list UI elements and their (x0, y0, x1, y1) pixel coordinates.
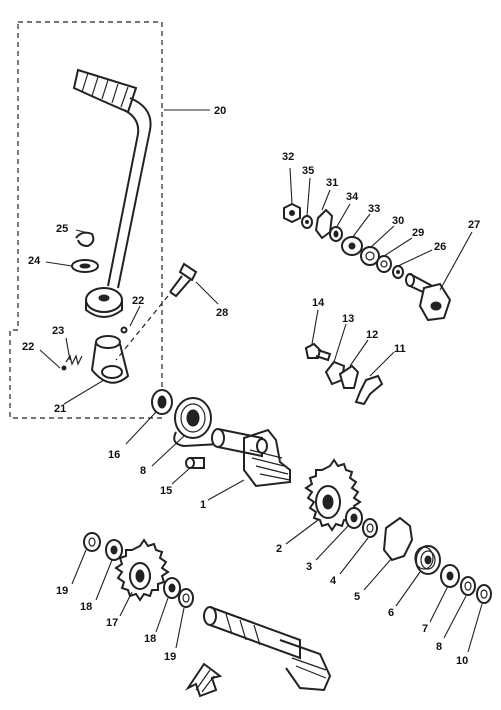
washer-part-7 (440, 564, 460, 588)
ball-part-22-left (61, 365, 67, 371)
label-part-28: 28 (216, 307, 228, 319)
label-part-7: 7 (422, 623, 428, 635)
label-part-6: 6 (388, 607, 394, 619)
kick-clip-part-5 (382, 516, 414, 562)
label-part-12: 12 (366, 329, 378, 341)
label-part-17: 17 (106, 617, 118, 629)
label-part-19-right: 19 (164, 651, 176, 663)
label-part-33: 33 (368, 203, 380, 215)
bolt-part-28 (115, 262, 198, 361)
plate-part-12 (338, 364, 360, 389)
circlip-part-19-left (83, 532, 101, 552)
kick-gear-part-2 (304, 458, 362, 532)
label-part-27: 27 (468, 219, 480, 231)
ball-part-22-right (120, 326, 128, 334)
washer-part-3 (345, 507, 363, 529)
label-part-18-right: 18 (144, 633, 156, 645)
nut-part-32 (283, 202, 301, 224)
label-part-4: 4 (330, 575, 337, 587)
circlip-part-19-right (178, 588, 194, 608)
washer-part-18-right (163, 577, 181, 599)
washer-part-24 (71, 259, 99, 273)
stopper-part-11 (354, 374, 384, 406)
kick-crank (72, 68, 152, 318)
label-part-29: 29 (412, 227, 424, 239)
transmission-shaft (203, 606, 332, 692)
clip-part-25 (75, 231, 95, 248)
circlip-part-4 (362, 518, 378, 538)
label-part-3: 3 (306, 561, 312, 573)
label-part-14: 14 (312, 297, 325, 309)
bearing-part-30 (360, 246, 380, 266)
label-part-20: 20 (214, 105, 226, 117)
label-part-16: 16 (108, 449, 120, 461)
label-part-15: 15 (160, 485, 172, 497)
kick-boss-part-21 (90, 335, 130, 384)
label-part-34: 34 (346, 191, 359, 203)
label-part-8-right: 8 (436, 641, 442, 653)
idle-gear-part-17 (114, 538, 170, 602)
label-part-19-left: 19 (56, 585, 68, 597)
spring-part-6 (414, 545, 441, 575)
washer-part-26 (392, 265, 404, 279)
label-part-18-left: 18 (80, 601, 92, 613)
label-part-24: 24 (28, 255, 41, 267)
washer-part-18-left (105, 539, 123, 561)
leader-lines (39, 109, 483, 653)
label-part-2: 2 (276, 543, 282, 555)
shaft-part-27 (405, 273, 452, 322)
label-part-23: 23 (52, 325, 64, 337)
washer-part-8-right (460, 576, 476, 596)
washer-part-35 (301, 215, 313, 229)
label-part-32: 32 (282, 151, 294, 163)
label-part-35: 35 (302, 165, 314, 177)
label-part-25: 25 (56, 223, 68, 235)
ball-part-34 (329, 226, 343, 242)
label-part-31: 31 (326, 177, 338, 189)
kick-shaft-part-1 (211, 428, 291, 488)
circlip-part-29 (376, 255, 392, 273)
bolt-part-14 (304, 342, 332, 362)
assembly-dashed-box (9, 21, 163, 419)
label-part-5: 5 (354, 591, 360, 603)
label-part-11: 11 (394, 343, 406, 355)
kick-spring-part-9 (173, 397, 221, 448)
label-part-26: 26 (434, 241, 446, 253)
label-part-22-top: 22 (132, 295, 144, 307)
label-part-10: 10 (456, 655, 468, 667)
callout-labels: 20 25 24 28 22 23 22 21 16 8 15 1 2 3 4 … (22, 105, 480, 667)
pin-part-15 (185, 457, 205, 469)
washer-part-33 (341, 236, 363, 256)
label-part-30: 30 (392, 215, 404, 227)
spring-part-23 (65, 354, 83, 366)
oil-seal-part-16 (151, 389, 173, 415)
circlip-part-10 (476, 584, 492, 604)
label-part-21: 21 (54, 403, 66, 415)
label-part-9: 8 (140, 465, 146, 477)
label-part-1: 1 (200, 499, 206, 511)
label-part-13: 13 (342, 313, 354, 325)
front-arrow-icon (185, 662, 223, 698)
label-part-22-left: 22 (22, 341, 34, 353)
